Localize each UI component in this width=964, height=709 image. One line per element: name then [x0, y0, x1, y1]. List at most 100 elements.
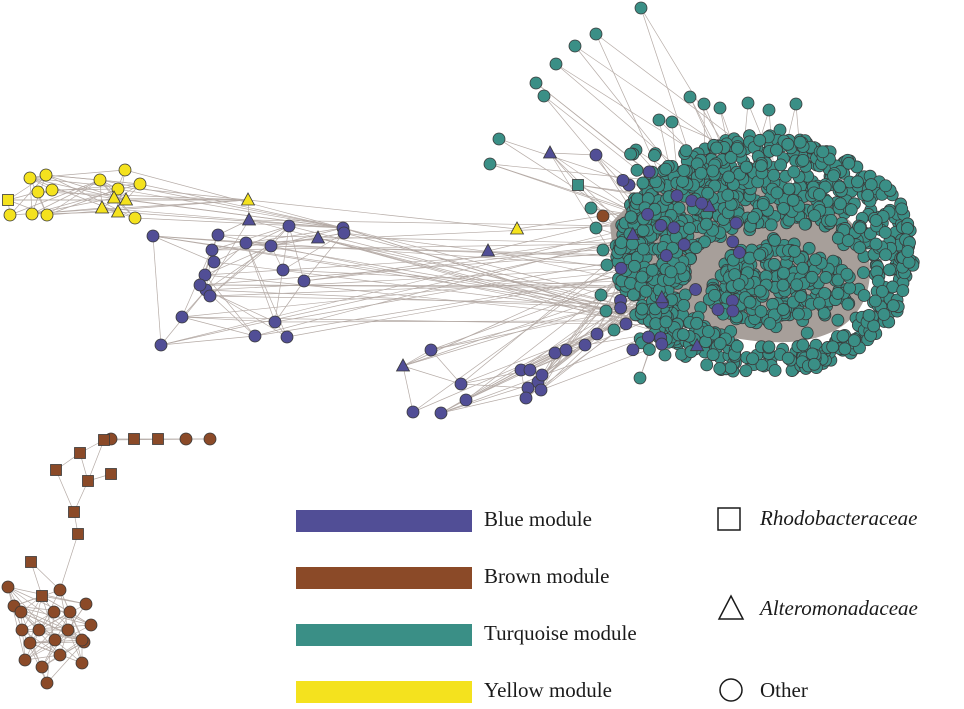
- network-edge: [181, 266, 669, 318]
- turquoise-node: [792, 307, 805, 321]
- network-edge: [46, 188, 119, 216]
- network-nodes: [1, 1, 920, 690]
- brown-node: [596, 209, 610, 223]
- network-edge: [7, 586, 26, 661]
- network-edge: [204, 245, 272, 276]
- network-edge: [160, 335, 256, 346]
- turquoise-node: [878, 226, 892, 239]
- network-edge: [160, 226, 640, 346]
- blue-node: [205, 243, 219, 257]
- brown-node: [79, 597, 93, 611]
- network-edge: [245, 242, 276, 323]
- blue-node: [310, 230, 326, 244]
- legend-label-brown: Brown module: [484, 564, 610, 588]
- network-edge: [37, 191, 249, 201]
- brown-node: [36, 590, 48, 602]
- turquoise-node: [782, 182, 796, 196]
- blue-node: [614, 301, 628, 315]
- turquoise-node: [589, 221, 603, 235]
- turquoise-node: [672, 201, 686, 215]
- legend-label-triangle: Alteromonadaceae: [760, 596, 918, 620]
- turquoise-node: [877, 308, 891, 321]
- network-edge: [152, 235, 633, 313]
- yellow-node: [3, 208, 17, 222]
- turquoise-node: [851, 175, 864, 189]
- brown-node: [98, 434, 110, 446]
- blue-node: [519, 391, 533, 405]
- turquoise-node: [861, 188, 875, 202]
- blue-node: [248, 329, 262, 343]
- yellow-node: [45, 183, 59, 197]
- turquoise-node: [739, 364, 753, 378]
- turquoise-node: [875, 285, 889, 298]
- network-edge: [199, 250, 648, 286]
- network-edge: [254, 230, 653, 337]
- legend-swatch-brown: [296, 567, 472, 589]
- network-edge: [211, 225, 290, 251]
- turquoise-node: [788, 244, 801, 258]
- network-edge: [430, 349, 462, 385]
- legend-swatch-turquoise: [296, 624, 472, 646]
- network-edge: [274, 256, 647, 323]
- yellow-node: [509, 221, 525, 235]
- brown-node: [25, 556, 37, 568]
- yellow-node: [93, 173, 107, 187]
- turquoise-node: [529, 76, 543, 90]
- blue-node: [729, 216, 743, 230]
- brown-node: [61, 623, 75, 637]
- turquoise-node: [694, 166, 708, 180]
- turquoise-node: [754, 159, 768, 173]
- turquoise-node: [841, 234, 855, 248]
- turquoise-node: [624, 147, 637, 161]
- blue-node: [642, 165, 656, 179]
- network-edge: [270, 245, 646, 324]
- network-edge: [20, 611, 83, 641]
- brown-node: [48, 633, 62, 647]
- turquoise-node: [764, 218, 778, 232]
- turquoise-node: [836, 329, 850, 343]
- blue-node: [459, 393, 473, 407]
- turquoise-node: [833, 180, 846, 194]
- yellow-node: [111, 182, 125, 196]
- network-edge: [41, 595, 87, 605]
- turquoise-node: [862, 308, 876, 322]
- turquoise-node: [628, 259, 641, 273]
- brown-node: [75, 656, 89, 670]
- turquoise-node: [753, 284, 767, 298]
- network-edge: [41, 595, 56, 641]
- turquoise-node: [636, 176, 650, 190]
- turquoise-node: [636, 242, 650, 256]
- yellow-node: [133, 177, 147, 191]
- turquoise-node: [883, 263, 896, 277]
- blue-node: [264, 239, 278, 253]
- turquoise-node: [600, 258, 614, 272]
- turquoise-node: [812, 188, 826, 201]
- turquoise-node: [706, 348, 720, 362]
- turquoise-node: [633, 371, 647, 385]
- brown-node: [23, 636, 37, 650]
- network-edge: [211, 243, 644, 251]
- turquoise-node: [572, 179, 584, 191]
- network-edge: [270, 245, 658, 257]
- turquoise-node: [789, 97, 803, 111]
- network-edge: [152, 235, 162, 346]
- network-edge: [245, 227, 344, 244]
- square-icon: [717, 507, 741, 531]
- turquoise-node: [634, 1, 648, 15]
- turquoise-node: [701, 186, 715, 200]
- network-edge: [181, 316, 256, 337]
- network-edge: [288, 225, 305, 282]
- blue-node: [619, 317, 633, 331]
- blue-node: [395, 358, 411, 372]
- network-edge: [209, 225, 290, 297]
- turquoise-node: [853, 221, 867, 235]
- brown-node: [1, 580, 15, 594]
- blue-node: [523, 363, 537, 377]
- turquoise-node: [740, 160, 753, 174]
- turquoise-node: [770, 186, 784, 200]
- blue-node: [154, 338, 168, 352]
- turquoise-node: [624, 210, 638, 224]
- turquoise-node: [724, 151, 738, 164]
- turquoise-node: [868, 294, 882, 308]
- blue-node: [454, 377, 468, 391]
